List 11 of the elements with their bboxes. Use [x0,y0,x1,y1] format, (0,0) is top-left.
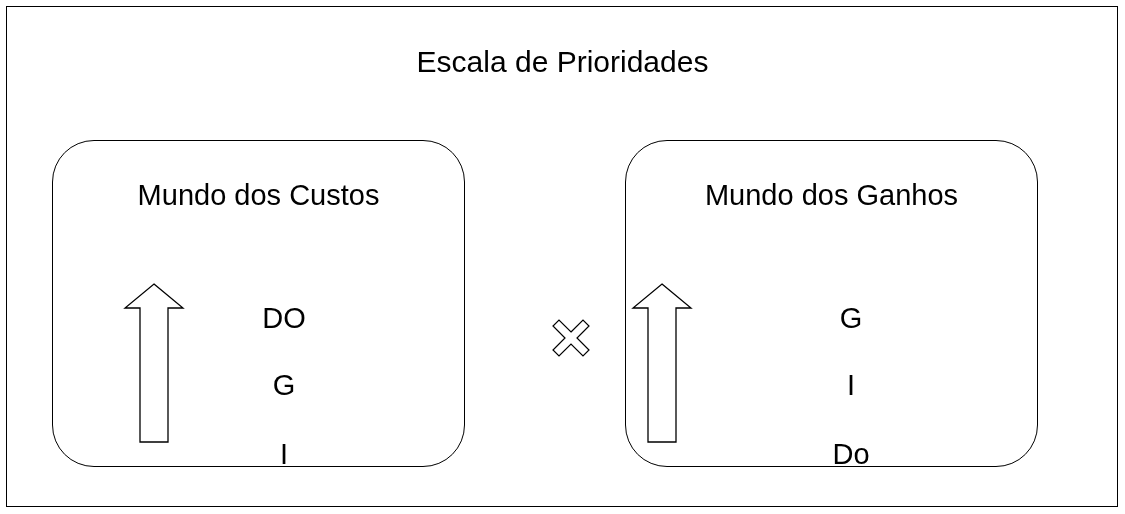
diagram-title: Escala de Prioridades [415,44,710,80]
priority-item: DO [262,301,306,335]
priority-item: I [279,437,289,471]
priority-item: I [846,368,856,402]
box-heading: Mundo dos Ganhos [703,178,960,213]
box-heading: Mundo dos Custos [136,178,381,213]
rounded-box [52,140,465,467]
rounded-box [625,140,1038,467]
priority-item: Do [832,437,870,471]
priority-item: G [272,368,296,402]
priority-item: G [839,301,863,335]
